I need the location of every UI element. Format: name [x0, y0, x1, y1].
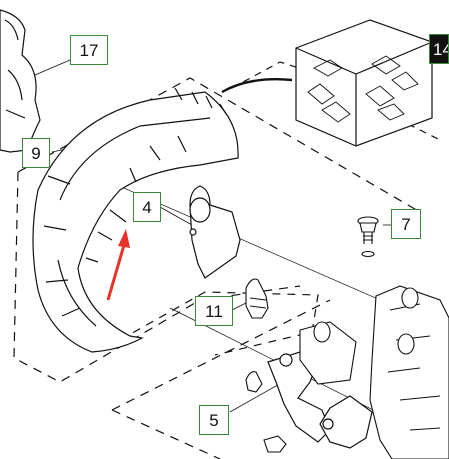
part-11-bit [245, 278, 269, 319]
lower-right-assembly [299, 285, 449, 459]
dashed-boundary-lower [111, 299, 331, 459]
callout-14: 14 [429, 34, 449, 64]
detail-inset-14 [221, 19, 433, 147]
callout-9: 9 [22, 138, 50, 168]
part-17-housing [0, 9, 41, 153]
callout-11: 11 [195, 296, 233, 326]
leader-line-4 [159, 206, 193, 226]
callout-17: 17 [70, 35, 108, 65]
callout-5: 5 [199, 405, 229, 435]
part-9-ring [32, 87, 239, 353]
part-4-wedge [189, 185, 241, 279]
part-7-screw [357, 216, 379, 258]
callout-4: 4 [133, 192, 161, 222]
dashed-boundary-inner [119, 291, 319, 356]
callout-7: 7 [391, 209, 421, 239]
lower-left-bits [245, 371, 287, 453]
assembly-direction-arrow [106, 229, 130, 301]
